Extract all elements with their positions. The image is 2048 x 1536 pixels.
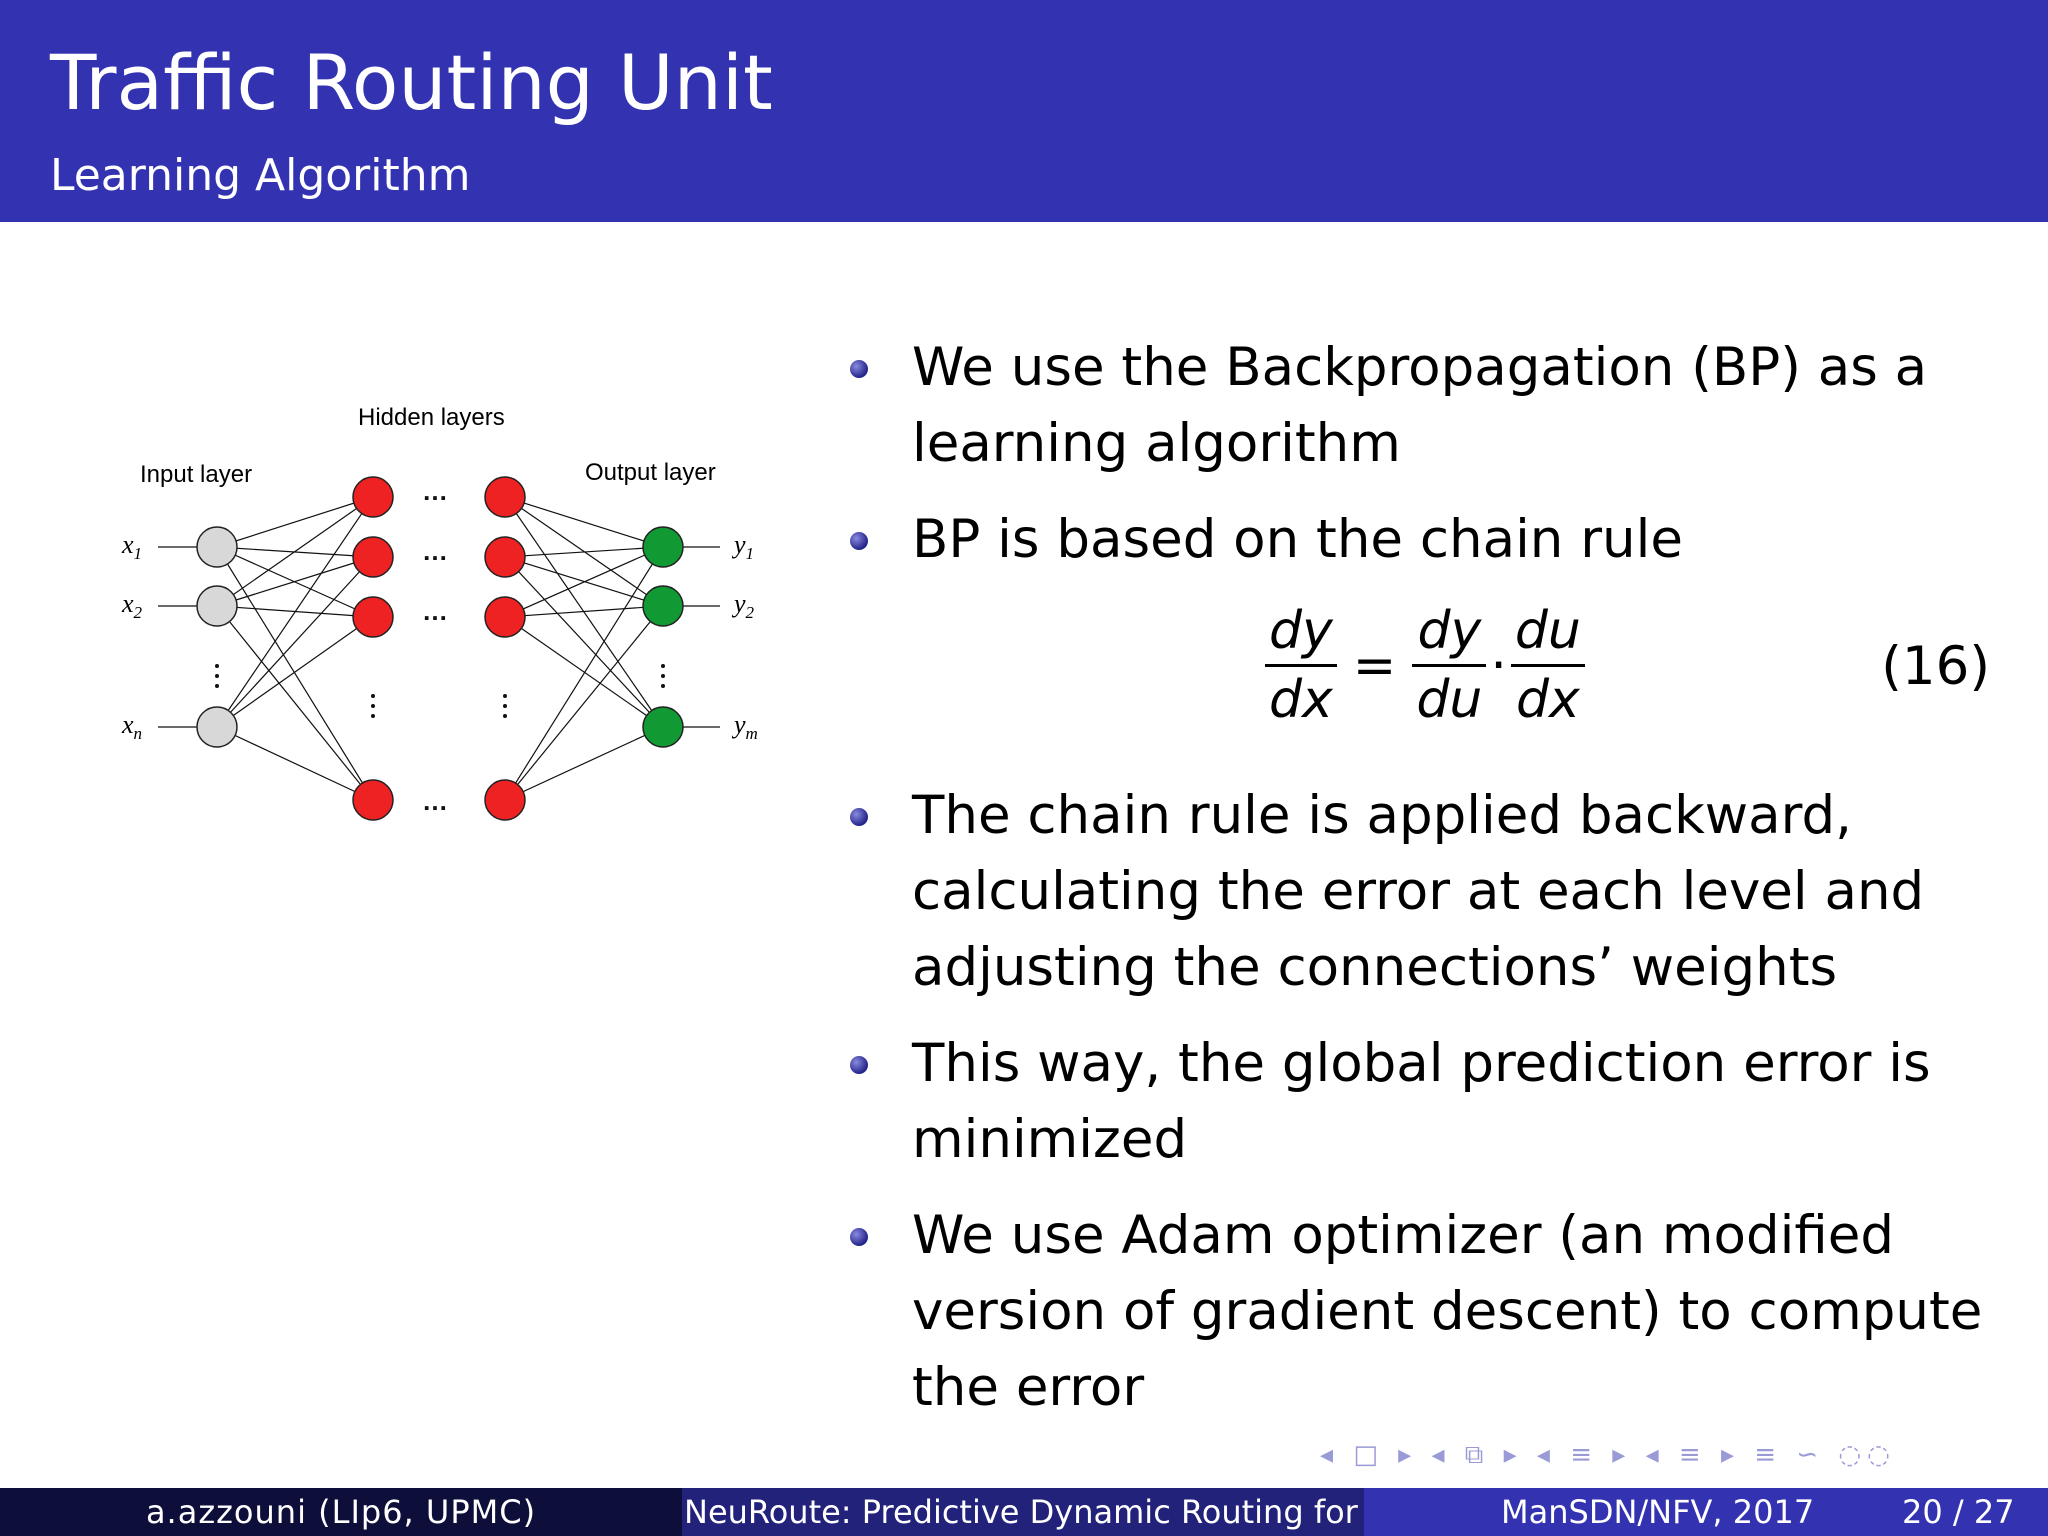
footer-talk-title: NeuRoute: Predictive Dynamic Routing for…: [682, 1488, 1364, 1536]
list-item: This way, the global prediction error is…: [850, 1026, 1990, 1178]
bullet-icon: [850, 532, 868, 550]
ellipsis: …: [422, 786, 448, 816]
bullet-icon: [850, 1056, 868, 1074]
slide-footer: a.azzouni (LIp6, UPMC) NeuRoute: Predict…: [0, 1488, 2048, 1536]
input-node: [196, 706, 238, 748]
footer-venue: ManSDN/NFV, 2017: [1501, 1493, 1815, 1531]
hidden-node: [484, 779, 526, 821]
input-node: [196, 526, 238, 568]
list-item: The chain rule is applied backward, calc…: [850, 778, 1990, 1006]
connection-line: [216, 546, 374, 801]
output-node: [642, 585, 684, 627]
output-y1-label: y1: [731, 530, 754, 563]
connection-line: [504, 546, 664, 801]
ellipsis: …: [422, 596, 448, 626]
beamer-navigation-icons[interactable]: ◂ □ ▸ ◂ ⧉ ▸ ◂ ≡ ▸ ◂ ≡ ▸ ≡ ∽ ◌◌: [1320, 1440, 1896, 1470]
list-item: We use Adam optimizer (an modified versi…: [850, 1198, 1990, 1426]
connection-line: [216, 556, 374, 607]
hidden-node: [352, 779, 394, 821]
hidden-node: [484, 596, 526, 638]
hidden-node: [352, 476, 394, 518]
bullet-icon: [850, 1228, 868, 1246]
connection-line: [504, 605, 664, 618]
connection-line: [504, 496, 664, 548]
connection-line: [216, 605, 374, 801]
ellipsis: …: [422, 476, 448, 506]
output-node: [642, 526, 684, 568]
connection-line: [216, 616, 374, 728]
list-item: We use the Backpropagation (BP) as a lea…: [850, 330, 1990, 482]
input-xn-label: xn: [121, 710, 142, 743]
output-ym-label: ym: [731, 710, 758, 743]
hidden-node: [352, 536, 394, 578]
ellipsis: …: [422, 536, 448, 566]
connection-line: [216, 496, 374, 548]
bullet-list: We use the Backpropagation (BP) as a lea…: [850, 330, 1990, 1426]
bullet-icon: [850, 808, 868, 826]
output-layer-label: Output layer: [585, 459, 716, 486]
equation-number: (16): [1881, 636, 1990, 697]
connection-line: [504, 605, 664, 801]
slide-title: Traffic Routing Unit: [50, 38, 773, 127]
connection-line: [216, 496, 374, 728]
hidden-node: [484, 476, 526, 518]
input-layer-label: Input layer: [140, 461, 252, 488]
connection-line: [216, 556, 374, 728]
neural-network-diagram: Hidden layers Input layer Output layer x…: [121, 404, 758, 821]
slide-header: Traffic Routing Unit Learning Algorithm: [0, 0, 2048, 222]
input-node: [196, 585, 238, 627]
output-y2-label: y2: [731, 589, 755, 622]
connection-line: [216, 496, 374, 607]
hidden-layers-label: Hidden layers: [358, 404, 505, 431]
footer-author: a.azzouni (LIp6, UPMC): [0, 1488, 682, 1536]
slide-subtitle: Learning Algorithm: [50, 150, 471, 201]
input-x2-label: x2: [121, 589, 143, 622]
hidden-node: [352, 596, 394, 638]
connection-line: [504, 726, 664, 801]
input-x1-label: x1: [121, 530, 142, 563]
network-connections: [158, 496, 720, 801]
bullet-icon: [850, 360, 868, 378]
connection-line: [504, 546, 664, 558]
connection-line: [504, 616, 664, 728]
list-item: BP is based on the chain rule: [850, 502, 1990, 578]
footer-venue-page: ManSDN/NFV, 2017 20 / 27: [1364, 1488, 2048, 1536]
output-node: [642, 706, 684, 748]
connection-line: [504, 556, 664, 728]
connection-line: [504, 546, 664, 618]
page-number: 20 / 27: [1902, 1493, 2015, 1531]
hidden-node: [484, 536, 526, 578]
connection-line: [216, 726, 374, 801]
